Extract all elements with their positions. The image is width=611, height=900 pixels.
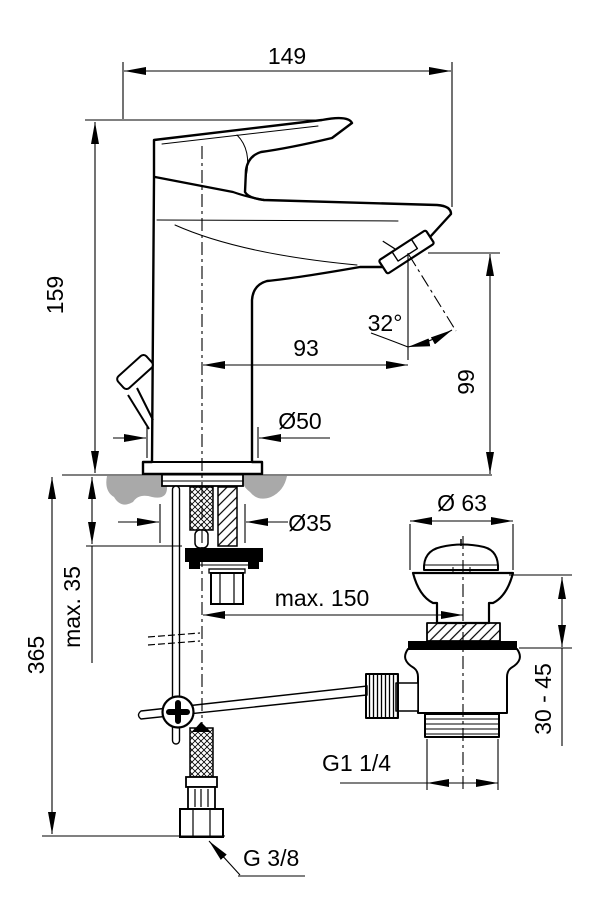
dim-d50-label: Ø50 (278, 408, 321, 434)
dim-99-label: 99 (453, 369, 479, 395)
supply-hose (179, 722, 224, 838)
dim-159-label: 159 (42, 276, 68, 314)
counter-section (106, 476, 287, 505)
dim-30-45-label: 30 - 45 (530, 663, 556, 735)
dim-max35-label: max. 35 (59, 566, 85, 648)
dim-g38-label: G 3/8 (243, 845, 299, 871)
dimension-lines (48, 67, 566, 876)
dimension-labels: 149 159 93 32° 99 Ø50 Ø35 max. 35 365 ma… (23, 43, 556, 871)
extension-lines (42, 62, 572, 877)
pull-rod-knob (116, 353, 154, 430)
dim-365-label: 365 (23, 636, 49, 674)
dim-g114-label: G1 1/4 (322, 750, 391, 776)
centerlines (201, 146, 464, 791)
dim-93-label: 93 (293, 335, 319, 361)
mounting-assembly (147, 473, 263, 745)
popup-linkage (137, 685, 368, 729)
dim-d63-label: Ø 63 (437, 490, 487, 516)
dim-149-label: 149 (268, 43, 306, 69)
dim-max150-label: max. 150 (275, 585, 370, 611)
dim-d35-label: Ø35 (288, 510, 331, 536)
dim-32deg-label: 32° (368, 310, 403, 336)
waste-assembly (365, 539, 521, 738)
faucet-body (141, 116, 453, 476)
